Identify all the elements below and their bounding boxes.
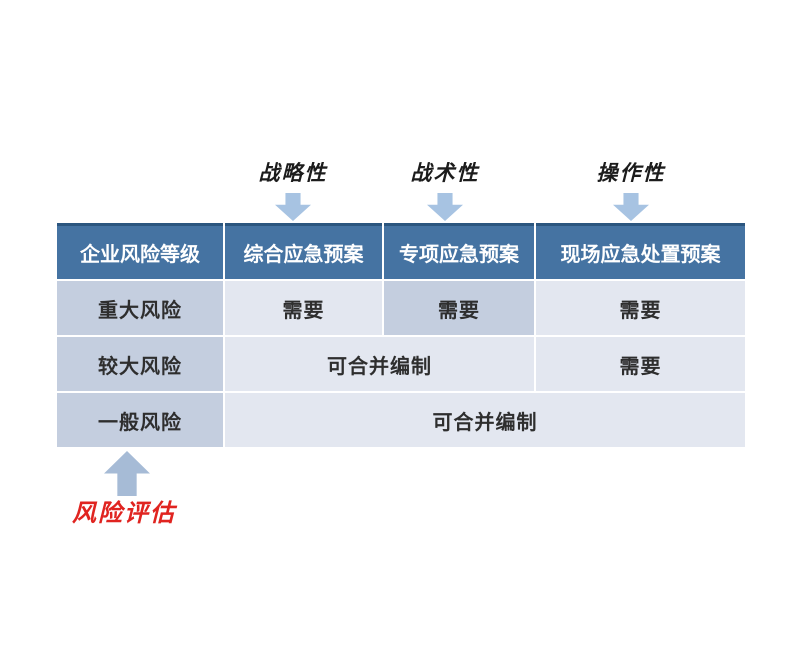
arrow-down-icon <box>275 193 311 221</box>
annotation-operational-label: 操作性 <box>596 160 666 185</box>
plan-requirement-cell: 需要 <box>225 281 382 335</box>
plan-requirement-cell: 需要 <box>536 281 745 335</box>
plan-requirement-cell: 可合并编制 <box>225 393 745 447</box>
arrow-down-icon <box>613 193 649 221</box>
arrow-down-icon <box>427 193 463 221</box>
column-header-special-plan: 专项应急预案 <box>384 223 534 279</box>
plan-requirement-cell: 可合并编制 <box>225 337 534 391</box>
annotation-tactical: 战术性 <box>390 157 500 221</box>
annotation-operational: 操作性 <box>576 157 686 221</box>
annotation-tactical-label: 战术性 <box>410 160 480 185</box>
risk-level-cell: 较大风险 <box>57 337 223 391</box>
annotation-strategic-label: 战略性 <box>258 160 328 185</box>
risk-assessment-label: 风险评估 <box>72 498 176 527</box>
arrow-up-icon <box>104 451 150 496</box>
column-header-risk-level: 企业风险等级 <box>57 223 223 279</box>
column-header-onsite-plan: 现场应急处置预案 <box>536 223 745 279</box>
plan-requirement-cell: 需要 <box>384 281 534 335</box>
annotation-strategic: 战略性 <box>238 157 348 221</box>
plan-requirement-cell: 需要 <box>536 337 745 391</box>
risk-plan-table: 企业风险等级 综合应急预案 专项应急预案 现场应急处置预案 重大风险 需要 需要… <box>57 223 745 447</box>
risk-level-cell: 重大风险 <box>57 281 223 335</box>
risk-level-cell: 一般风险 <box>57 393 223 447</box>
column-header-comprehensive-plan: 综合应急预案 <box>225 223 382 279</box>
